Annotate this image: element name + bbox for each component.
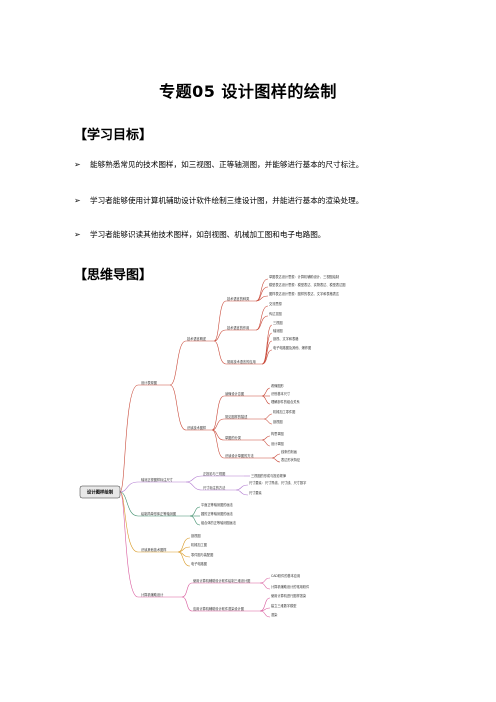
leaf: 三视图的形成与投影规律	[251, 473, 287, 478]
node: 技术语言的作用	[227, 325, 249, 330]
leaf: 轴测图	[273, 328, 283, 333]
leaf: 看懂图形	[271, 383, 285, 388]
leaf: 电子电路图及其他、爆炸图	[273, 345, 311, 350]
bullet-arrow-icon: ➢	[74, 230, 81, 239]
mind-map-root: 设计图样绘制	[87, 489, 114, 496]
node: 识读设计草图的方法	[225, 453, 254, 458]
leaf: 尺寸要素：尺寸界线、尺寸线、尺寸数字	[249, 480, 306, 485]
leaf: 计算机辅助设计的常用软件	[271, 584, 310, 589]
leaf: 传达意图	[269, 311, 282, 316]
goal-text-3: 学习者能够识读其他技术图样，如剖视图、机械加工图和电子电路图。	[90, 230, 326, 239]
bullet-arrow-icon: ➢	[74, 160, 81, 169]
branch-1-label: 设计表现图	[141, 380, 157, 385]
leaf: 图样表达设计思想：图样的表达、文字和表格表达	[269, 291, 340, 296]
leaf: CAD软件的基本应用	[271, 573, 300, 578]
branch-3-label: 绘制简单形体正等轴测图	[141, 511, 176, 516]
leaf: 建立三维数字模型	[271, 603, 297, 608]
section-heading-goals: 【学习目标】	[74, 128, 153, 143]
node: 技术语言的种类	[227, 296, 250, 301]
leaf: 尺寸要素	[249, 490, 263, 495]
node: 草图的分类	[225, 435, 242, 440]
node: 读懂设计意图	[225, 391, 244, 396]
leaf: 使用计算机进行图样渲染	[271, 593, 307, 598]
goal-item-2: ➢ 学习者能够使用计算机辅助设计软件绘制三维设计图，并能进行基本的渲染处理。	[74, 196, 434, 206]
node: 使用计算机辅助设计软件绘制三维设计图	[193, 578, 250, 583]
connector	[119, 491, 139, 517]
leaf: 组合体的正等轴测图画法	[201, 520, 236, 525]
leaf: 构思草图	[271, 431, 284, 436]
connector	[119, 481, 139, 493]
leaf: 理解部件的组合关系	[271, 399, 300, 404]
document-title: 专题05 设计图样的绘制	[159, 82, 337, 101]
leaf: 剖视图	[191, 533, 201, 538]
leaf: 草图表达设计思想：计算机辅助设计、三视图绘制	[269, 274, 339, 279]
branch-5-label: 计算机辅助设计	[141, 592, 164, 597]
goal-text-2: 学习者能够使用计算机辅助设计软件绘制三维设计图，并能进行基本的渲染处理。	[90, 196, 364, 205]
branch-2-label: 轴测正视图样标注尺寸	[141, 477, 174, 482]
leaf: 模型表达设计思想：模型表达、实物表达、模型表达图	[269, 282, 346, 287]
leaf: 零件图与装配图	[191, 552, 213, 557]
goal-item-1: ➢ 能够熟悉常见的技术图样，如三视图、正等轴测图，并能够进行基本的尺寸标注。	[74, 160, 434, 170]
goal-item-3: ➢ 学习者能够识读其他技术图样，如剖视图、机械加工图和电子电路图。	[74, 230, 434, 240]
goal-text-1: 能够熟悉常见的技术图样，如三视图、正等轴测图，并能够进行基本的尺寸标注。	[90, 160, 364, 169]
leaf: 平面正等轴测图的画法	[201, 502, 233, 507]
mind-map-root-box	[79, 485, 121, 499]
leaf: 渲染	[271, 612, 278, 617]
node: 常见图样的描述	[225, 414, 248, 419]
connector	[119, 384, 139, 493]
leaf: 圆的正等轴测图的画法	[201, 511, 233, 516]
leaf: 机械加工零件图	[273, 409, 295, 414]
leaf: 线条的刻画	[281, 449, 297, 454]
section-heading-mindmap: 【思维导图】	[74, 268, 153, 283]
leaf: 交流思想	[269, 301, 283, 306]
leaf: 表达形状特征	[281, 457, 301, 462]
bullet-arrow-icon: ➢	[74, 196, 81, 205]
connector	[119, 491, 139, 598]
node: 识读技术图样	[187, 425, 207, 430]
leaf: 识别基本尺寸	[271, 391, 291, 396]
node: 尺寸标注的方法	[203, 485, 225, 490]
node: 技术语言概述	[187, 336, 207, 341]
node: 常用技术语言的应用	[227, 359, 256, 364]
leaf: 三视图	[273, 320, 283, 325]
branch-4-label: 识读其他技术图样	[141, 547, 167, 552]
node: 正投影与三视图	[203, 471, 225, 476]
leaf: 电子电路图	[191, 561, 207, 566]
leaf: 剖视图	[273, 419, 283, 424]
leaf: 机械加工图	[191, 542, 207, 547]
node: 应用计算机辅助设计软件渲染设计图	[193, 606, 244, 611]
leaf: 剖视、文字和表格	[273, 336, 299, 341]
leaf: 设计草图	[271, 441, 284, 446]
